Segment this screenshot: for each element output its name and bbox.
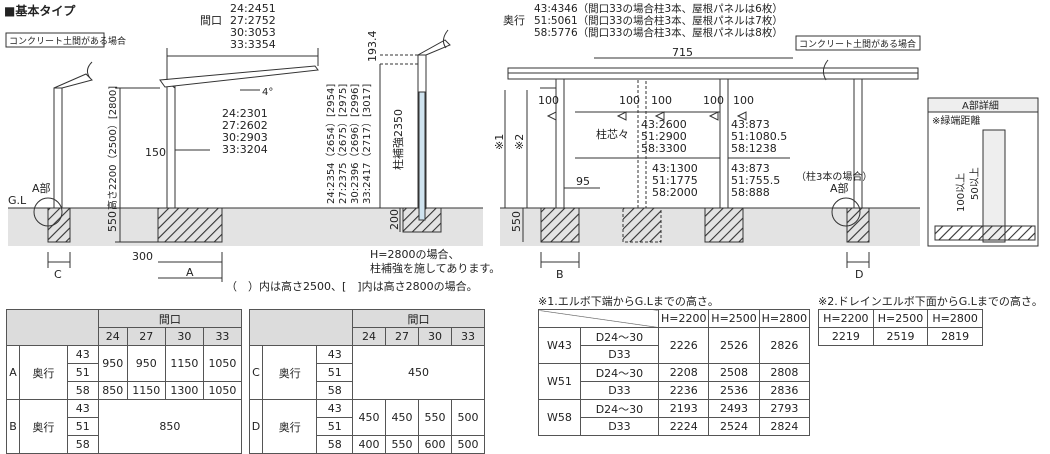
- svg-text:51:755.5: 51:755.5: [731, 174, 780, 187]
- table-cd: 間口 24 27 30 33 C 奥行 43 450 51 58 D 奥行 43…: [249, 309, 485, 454]
- table-w: H=2200 H=2500 H=2800 W43 D24～30 2226 252…: [537, 309, 811, 436]
- svg-text:間口: 間口: [200, 14, 222, 27]
- svg-text:柱芯々: 柱芯々: [596, 127, 629, 141]
- svg-text:51:1080.5: 51:1080.5: [731, 130, 787, 143]
- footing-side-2: [622, 207, 662, 243]
- svg-text:58:888: 58:888: [731, 186, 770, 199]
- footing-front-main: [157, 207, 223, 243]
- svg-text:A: A: [186, 266, 194, 279]
- svg-text:奥行: 奥行: [503, 13, 525, 27]
- svg-text:100: 100: [651, 94, 672, 107]
- svg-text:58:1238: 58:1238: [731, 142, 777, 155]
- svg-text:100: 100: [733, 94, 754, 107]
- svg-text:C: C: [54, 268, 62, 281]
- svg-text:58:5776（間口33の場合柱3本、屋根パネルは8枚）: 58:5776（間口33の場合柱3本、屋根パネルは8枚）: [534, 26, 783, 39]
- footing-side-1: [540, 207, 580, 243]
- part-a-circle-side: [831, 197, 861, 227]
- table-ab: 間口 24 27 30 33 A 奥行 43 950 950 1150 1050…: [6, 309, 243, 454]
- section-title: ■基本タイプ: [4, 3, 76, 18]
- table-drain: H=2200 H=2500 H=2800 2219 2519 2819: [818, 309, 983, 346]
- svg-text:24:2301: 24:2301: [222, 107, 268, 120]
- svg-text:95: 95: [576, 175, 590, 188]
- svg-text:33:3204: 33:3204: [222, 143, 268, 156]
- svg-text:27:2602: 27:2602: [222, 119, 268, 132]
- svg-text:※緑端距離: ※緑端距離: [932, 114, 980, 127]
- svg-text:150: 150: [145, 146, 166, 159]
- svg-text:27:2375（2675）[2975]: 27:2375（2675）[2975]: [337, 84, 349, 204]
- svg-text:30:2903: 30:2903: [222, 131, 268, 144]
- svg-text:100: 100: [619, 94, 640, 107]
- svg-text:D: D: [855, 268, 863, 281]
- part-a-circle-front: [33, 197, 63, 227]
- svg-text:300: 300: [132, 250, 153, 263]
- svg-text:550: 550: [106, 211, 119, 232]
- svg-text:※2: ※2: [513, 134, 526, 150]
- svg-text:43:873: 43:873: [731, 118, 770, 131]
- svg-text:H=2800の場合、: H=2800の場合、: [370, 247, 459, 261]
- svg-text:コンクリート土間がある場合: コンクリート土間がある場合: [799, 38, 916, 50]
- svg-text:（柱3本の場合）: （柱3本の場合）: [796, 170, 872, 183]
- svg-text:193.4: 193.4: [366, 31, 379, 63]
- svg-text:51:2900: 51:2900: [641, 130, 687, 143]
- svg-text:33:3354: 33:3354: [230, 38, 276, 51]
- svg-text:4°: 4°: [262, 87, 273, 98]
- front-roof: [159, 65, 319, 88]
- svg-text:柱補強を施してあります。: 柱補強を施してあります。: [370, 261, 500, 275]
- svg-text:715: 715: [672, 46, 693, 59]
- side-post-3: [719, 78, 729, 209]
- footing-front-left: [47, 207, 71, 243]
- svg-text:200: 200: [388, 209, 401, 230]
- svg-text:43:4346（間口33の場合柱3本、屋根パネルは6枚）: 43:4346（間口33の場合柱3本、屋根パネルは6枚）: [534, 2, 783, 15]
- side-post-2: [637, 78, 647, 209]
- svg-text:43:1300: 43:1300: [652, 162, 698, 175]
- svg-text:550: 550: [510, 211, 523, 232]
- svg-text:50以上: 50以上: [969, 167, 981, 200]
- note-elbow: ※1.エルボ下端からG.Lまでの高さ。: [538, 295, 719, 308]
- carport-drawing: ■基本タイプ コンクリート土間がある場合 24:2451 間口 27:2752 …: [4, 2, 1039, 293]
- svg-text:（ ）内は高さ2500、[ ]内は高さ2800の場合。: （ ）内は高さ2500、[ ]内は高さ2800の場合。: [226, 279, 478, 293]
- svg-text:高さ2200（2500）[2800]: 高さ2200（2500）[2800]: [106, 86, 119, 210]
- svg-text:51:1775: 51:1775: [652, 174, 698, 187]
- svg-text:24:2451: 24:2451: [230, 2, 276, 15]
- svg-text:30:3053: 30:3053: [230, 26, 276, 39]
- svg-text:G.L: G.L: [8, 194, 27, 207]
- svg-text:33:2417（2717）[3017]: 33:2417（2717）[3017]: [361, 84, 373, 204]
- front-post-left: [53, 87, 63, 209]
- svg-text:A部詳細: A部詳細: [962, 99, 999, 112]
- front-post-main: [166, 81, 176, 209]
- svg-text:100以上: 100以上: [955, 173, 967, 212]
- svg-text:柱補強2350: 柱補強2350: [391, 109, 405, 170]
- svg-text:A部: A部: [32, 181, 51, 195]
- svg-text:A部: A部: [830, 181, 849, 195]
- svg-text:B: B: [556, 268, 564, 281]
- svg-text:58:2000: 58:2000: [652, 186, 698, 199]
- svg-text:100: 100: [703, 94, 724, 107]
- side-post-4: [853, 78, 863, 209]
- svg-text:43:2600: 43:2600: [641, 118, 687, 131]
- svg-text:51:5061（間口33の場合柱3本、屋根パネルは7枚）: 51:5061（間口33の場合柱3本、屋根パネルは7枚）: [534, 14, 783, 27]
- svg-text:58:3300: 58:3300: [641, 142, 687, 155]
- svg-text:100: 100: [538, 94, 559, 107]
- footing-side-3: [704, 207, 744, 243]
- note-drain: ※2.ドレインエルボ下面からG.Lまでの高さ。: [818, 295, 1043, 308]
- svg-text:30:2396（2696）[2996]: 30:2396（2696）[2996]: [349, 84, 361, 204]
- svg-text:※1: ※1: [493, 134, 506, 150]
- post-reinforce: [418, 91, 426, 221]
- svg-text:43:873: 43:873: [731, 162, 770, 175]
- svg-text:27:2752: 27:2752: [230, 14, 276, 27]
- svg-text:コンクリート土間がある場合: コンクリート土間がある場合: [9, 35, 126, 47]
- side-post-1: [555, 78, 565, 209]
- svg-text:24:2354（2654）[2954]: 24:2354（2654）[2954]: [325, 84, 337, 204]
